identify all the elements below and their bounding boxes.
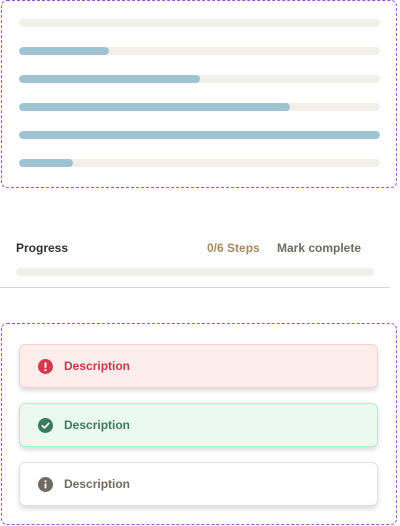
alerts-frame xyxy=(1,323,397,525)
progress-bar-5 xyxy=(19,131,380,139)
progress-bar-1 xyxy=(19,19,380,27)
progress-bar-fill xyxy=(19,159,74,167)
progress-bar-fill xyxy=(19,75,200,83)
alert-error-description: Description xyxy=(64,359,131,373)
alert-error: Description xyxy=(19,344,378,388)
alert-info-description: Description xyxy=(64,477,131,491)
progress-bar-6 xyxy=(19,159,380,167)
alert-info: Description xyxy=(19,462,378,506)
progress-bar-fill xyxy=(19,103,290,111)
progress-bar-3 xyxy=(19,75,380,83)
progress-bar-4 xyxy=(19,103,380,111)
progress-bar-fill xyxy=(19,131,380,139)
steps-count: 0/6 Steps xyxy=(207,241,260,255)
steps-progress-bar xyxy=(16,268,374,276)
error-icon xyxy=(38,358,53,374)
divider xyxy=(0,287,390,288)
progress-title: Progress xyxy=(16,241,69,255)
progress-bar-fill xyxy=(19,47,110,55)
mark-complete-button[interactable]: Mark complete xyxy=(277,241,362,255)
check-circle-icon xyxy=(38,417,53,433)
info-icon xyxy=(38,476,53,492)
progress-bar-2 xyxy=(19,47,380,55)
alert-success: Description xyxy=(19,403,378,447)
progress-bars-frame xyxy=(1,0,397,188)
alert-success-description: Description xyxy=(64,418,131,432)
